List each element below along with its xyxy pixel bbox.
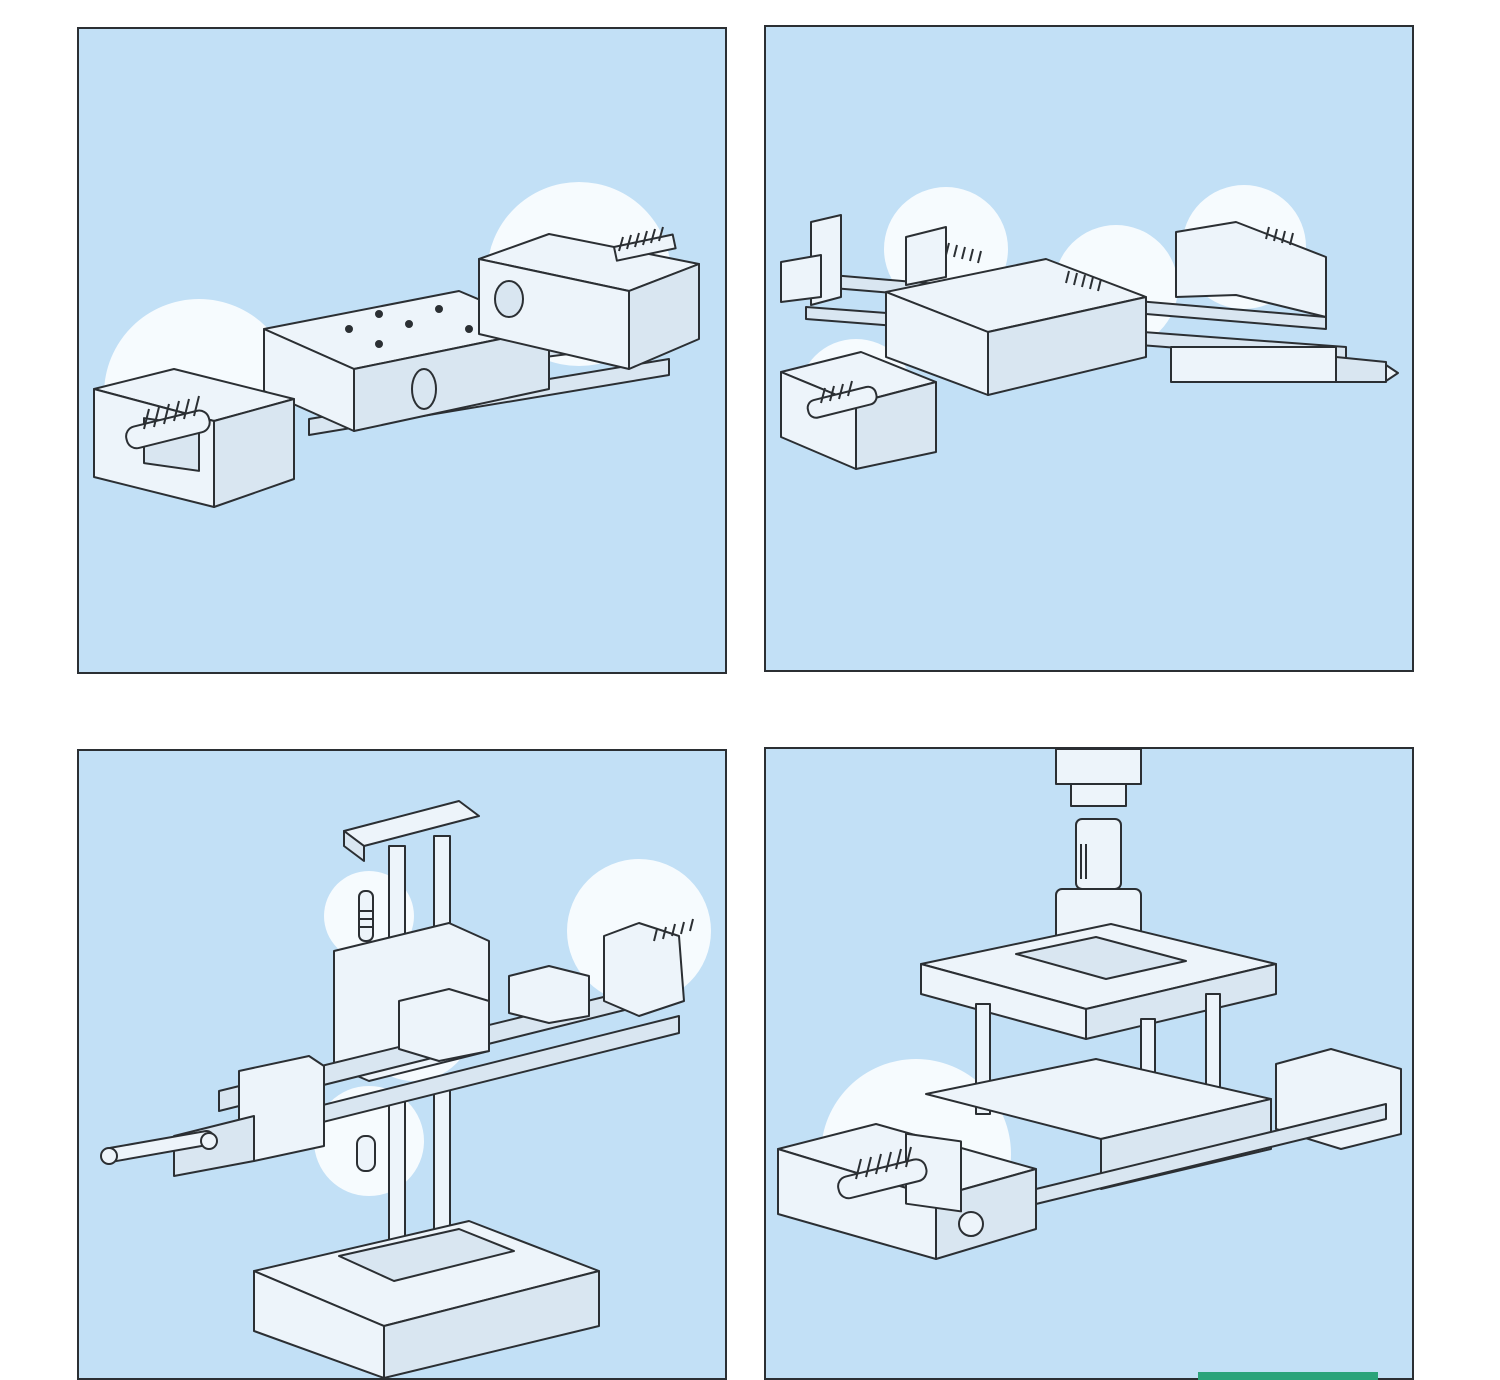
end-block [780, 254, 822, 303]
panel-dual-screw-slide [764, 25, 1414, 672]
stand-illustration [79, 751, 725, 1378]
plate-icon [920, 923, 1277, 1040]
dual-slide-illustration [766, 27, 1412, 670]
screw-icon [125, 395, 211, 450]
screw-icon [806, 380, 878, 419]
press-illustration [766, 749, 1412, 1378]
screw-icon [356, 1135, 376, 1172]
panel-press-head [764, 747, 1414, 1380]
bed-side [885, 291, 989, 396]
panel-horizontal-slide [77, 27, 727, 674]
carriage-side [263, 328, 355, 432]
screw-icon [837, 1146, 928, 1200]
screw-icon [613, 226, 677, 262]
post-icon [388, 835, 451, 1257]
end-block [603, 922, 685, 1017]
block [905, 226, 947, 286]
screw-icon [653, 918, 694, 942]
clamp-icon [100, 1055, 325, 1177]
probe-tip-icon [1170, 346, 1399, 383]
screw-icon [358, 890, 374, 942]
screw-icon [945, 226, 1294, 292]
panel-vertical-stand [77, 749, 727, 1380]
block [508, 965, 590, 1024]
block [1175, 221, 1327, 318]
base-icon [253, 1220, 600, 1378]
accent-strip [1198, 1372, 1378, 1380]
block [398, 988, 490, 1062]
slide-clamp-illustration [79, 29, 725, 672]
